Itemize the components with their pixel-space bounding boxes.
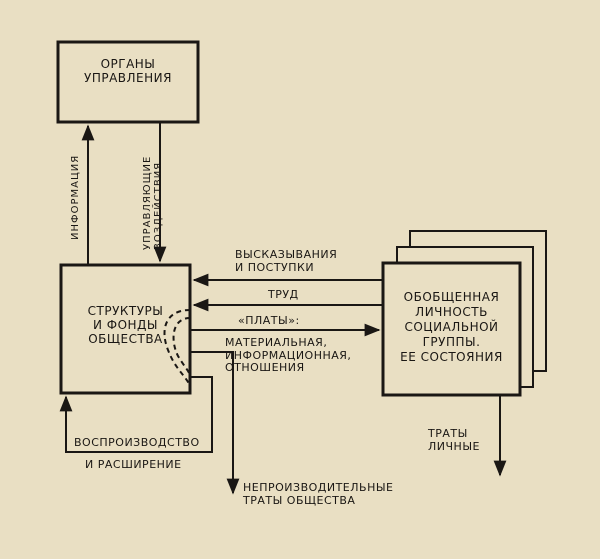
generalized-box	[381, 261, 522, 397]
reproduction-arrow	[59, 376, 213, 453]
organs-label: ОРГАНЫ УПРАВЛЕНИЯ	[84, 57, 172, 85]
statements-label: ВЫСКАЗЫВАНИЯ И ПОСТУПКИ	[235, 248, 338, 274]
control-label: УПРАВЛЯЮЩИЕ ВОЗДЕЙСТВИЯ	[142, 155, 164, 250]
information-label: ИНФОРМАЦИЯ	[70, 154, 81, 240]
payments-label: «ПЛАТЫ»:	[238, 314, 300, 327]
organs-box	[56, 40, 200, 124]
dashed-curve-1	[163, 309, 191, 386]
personal-label: ТРАТЫ ЛИЧНЫЕ	[428, 427, 480, 453]
payments-detail-label: МАТЕРИАЛЬНАЯ, ИНФОРМАЦИОННАЯ, ОТНОШЕНИЯ	[225, 336, 352, 375]
dashed-curve-2	[172, 317, 191, 376]
labor-label: ТРУД	[268, 288, 299, 301]
reproduction-label: ВОСПРОИЗВОДСТВО	[74, 436, 200, 449]
generalized-label: ОБОБЩЕННАЯ ЛИЧНОСТЬ СОЦИАЛЬНОЙ ГРУППЫ. Е…	[400, 290, 503, 364]
unproductive-label: НЕПРОИЗВОДИТЕЛЬНЫЕ ТРАТЫ ОБЩЕСТВА	[243, 481, 394, 507]
structures-label: СТРУКТУРЫ И ФОНДЫ ОБЩЕСТВА	[87, 304, 164, 346]
unproductive-arrow	[190, 351, 240, 495]
expansion-label: И РАСШИРЕНИЕ	[85, 458, 182, 471]
